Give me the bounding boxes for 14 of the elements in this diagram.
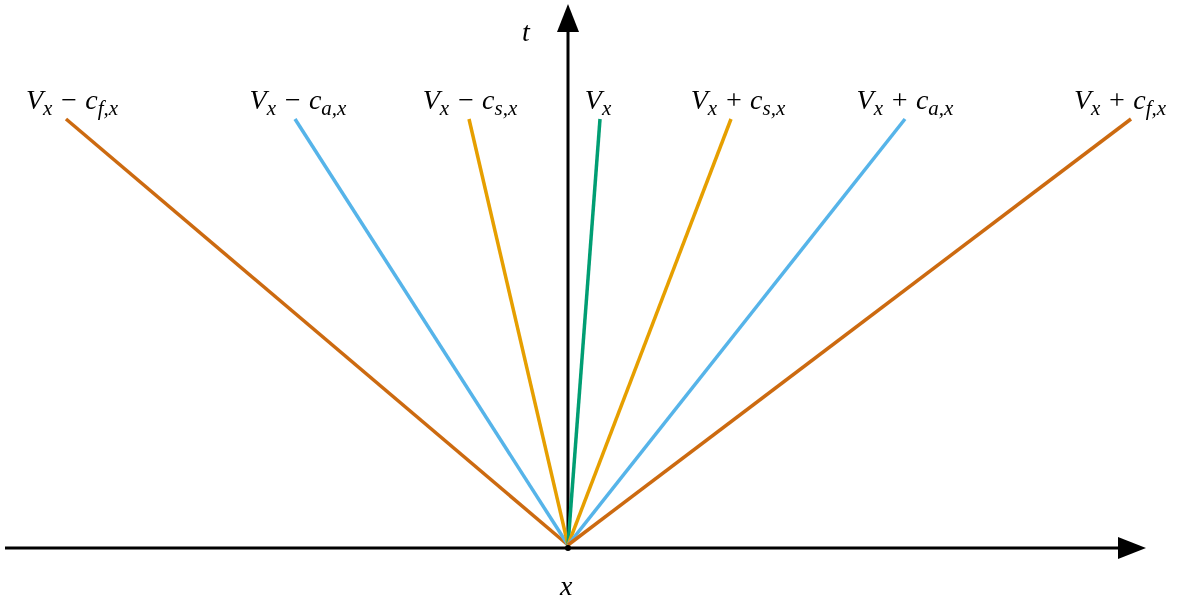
characteristic-line <box>566 117 907 547</box>
characteristic-line <box>566 118 733 546</box>
wave-speed-label: V$_{x}$ − c$_{a,x}$ <box>249 82 347 118</box>
characteristic-line <box>566 117 1133 547</box>
characteristic-line <box>566 118 602 546</box>
wave-speed-label: V$_{x}$ − c$_{s,x}$ <box>422 82 518 118</box>
origin-point <box>565 545 571 551</box>
wave-speed-label: V$_{x}$ + c$_{s,x}$ <box>690 82 786 118</box>
wave-speed-label: V$_{x}$ + c$_{a,x}$ <box>856 82 954 118</box>
axis-label: t <box>522 15 530 49</box>
wave-speed-label: V$_{x}$ − c$_{f,x}$ <box>25 82 119 118</box>
axis-label: x <box>560 569 573 603</box>
wave-speed-label: V$_{x}$ + c$_{f,x}$ <box>1073 82 1167 118</box>
wave-speed-label: V$_{x}$ <box>584 82 612 118</box>
